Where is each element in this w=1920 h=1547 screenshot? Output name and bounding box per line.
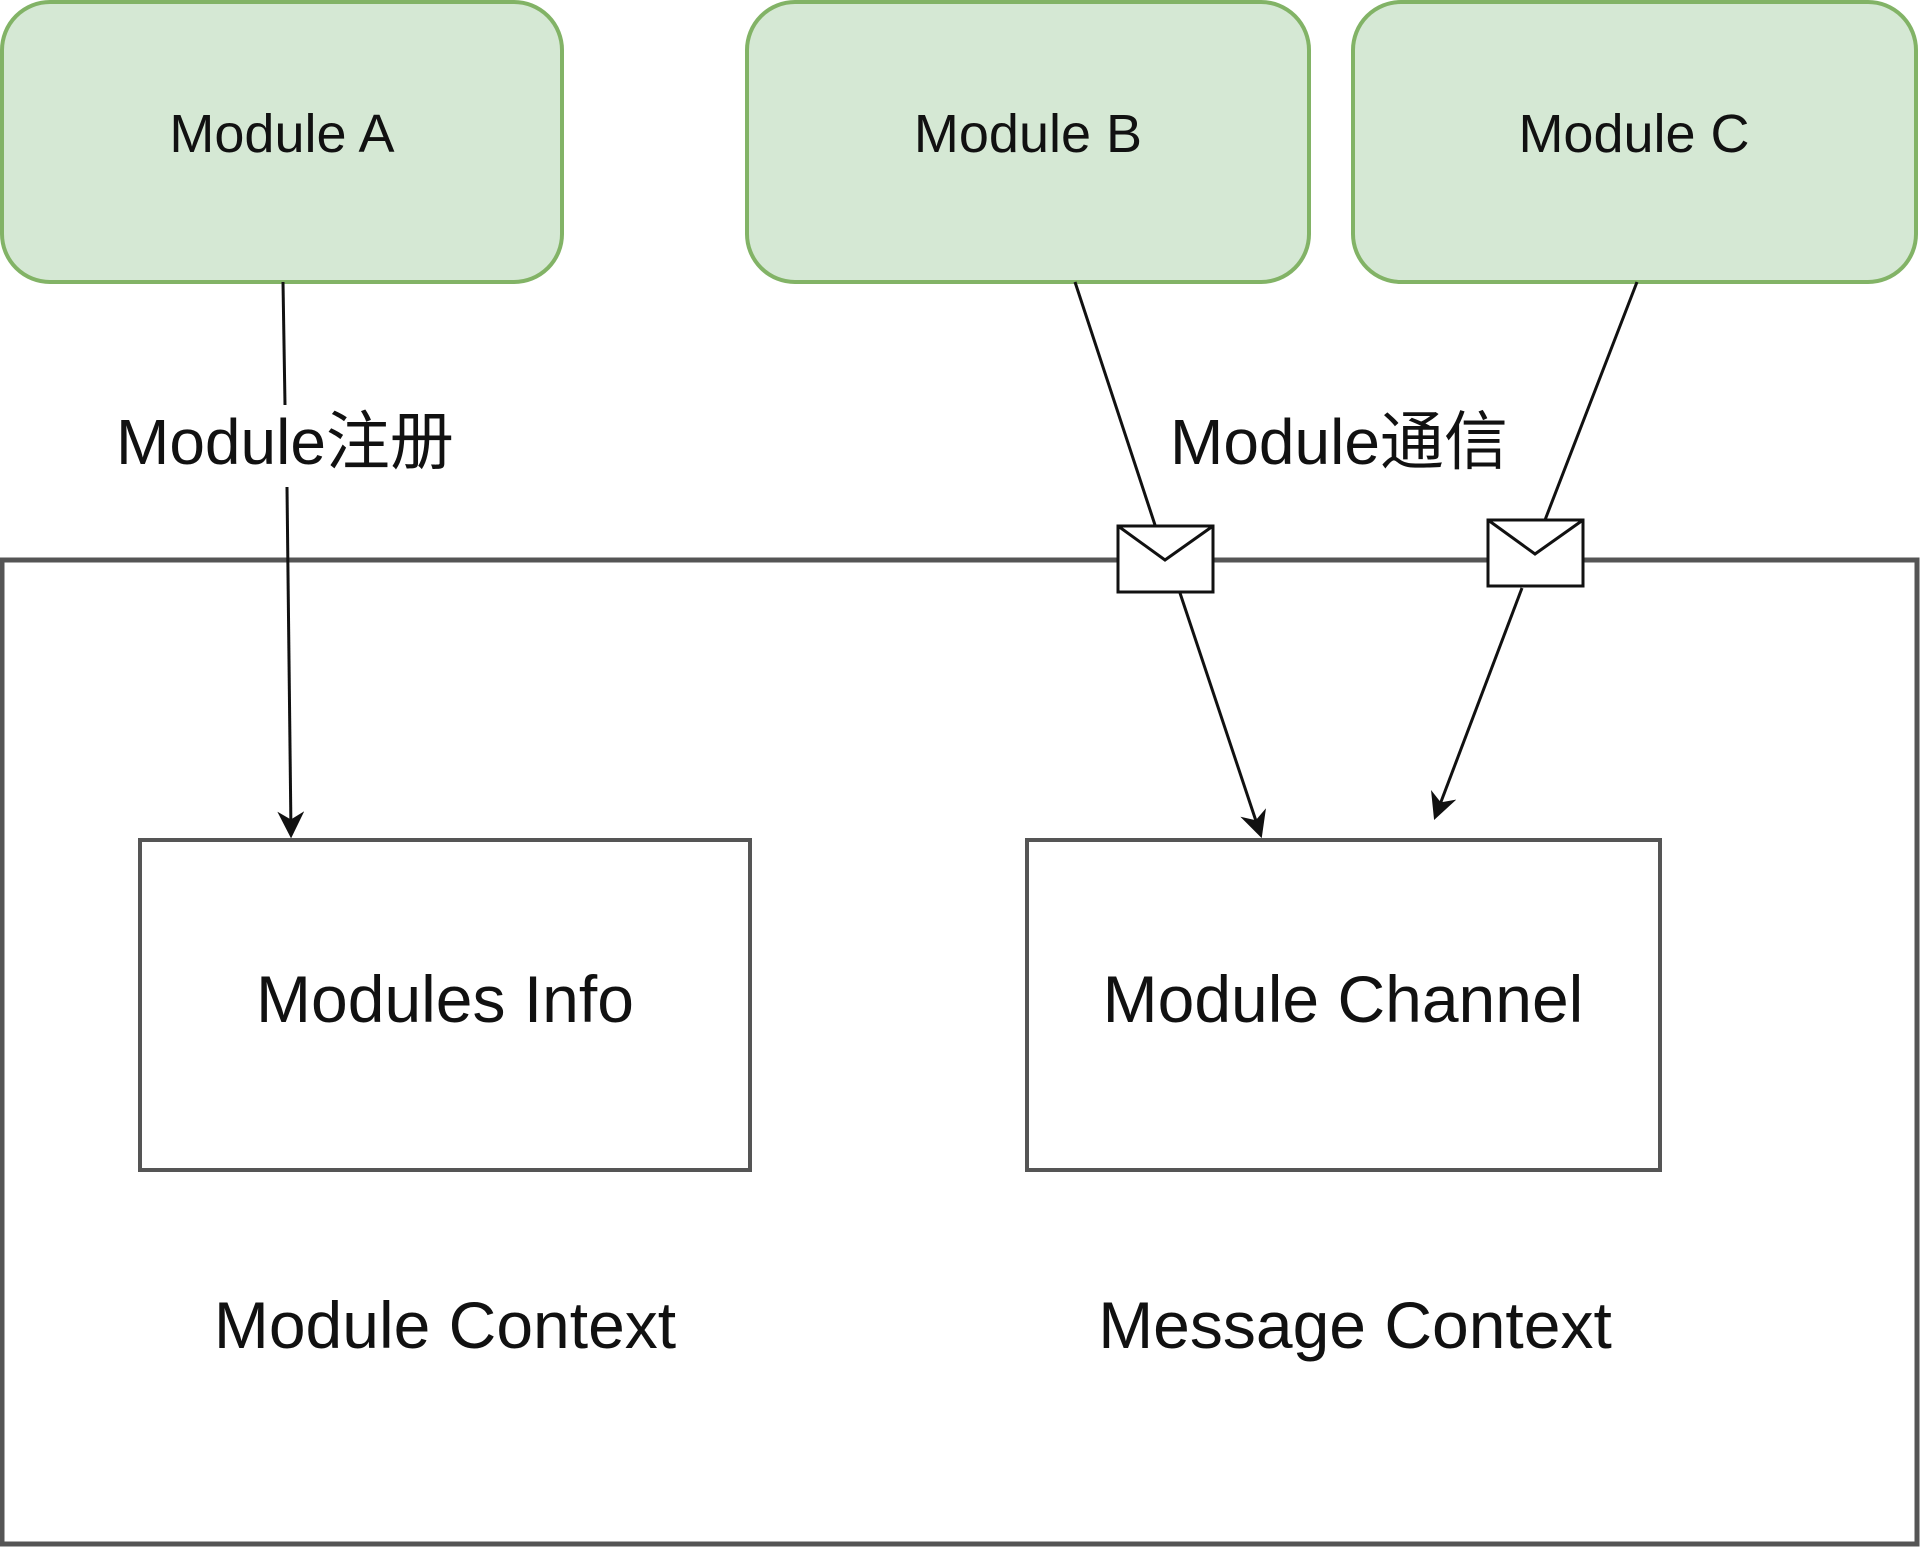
module-b-message-edge-lower bbox=[1178, 592, 1266, 839]
module-a-label: Module A bbox=[169, 104, 394, 164]
modules-info-box[interactable]: Modules Info bbox=[138, 838, 752, 1172]
module-c-label: Module C bbox=[1518, 104, 1749, 164]
register-edge-upper bbox=[281, 281, 287, 406]
module-c-message-edge-lower bbox=[1431, 587, 1524, 821]
communicate-edge-label: Module通信 bbox=[1170, 406, 1508, 478]
envelope-icon bbox=[1486, 518, 1585, 588]
message-context-label: Message Context bbox=[1098, 1288, 1612, 1362]
register-edge-lower bbox=[277, 486, 305, 839]
module-channel-label: Module Channel bbox=[1103, 962, 1584, 1036]
module-b-message-edge-upper bbox=[1073, 281, 1157, 526]
module-channel-box[interactable]: Module Channel bbox=[1025, 838, 1662, 1172]
envelope-icon bbox=[1116, 524, 1215, 594]
modules-info-label: Modules Info bbox=[256, 962, 634, 1036]
module-c-message-edge-upper bbox=[1543, 281, 1639, 521]
module-a-node[interactable]: Module A bbox=[0, 0, 564, 284]
module-b-label: Module B bbox=[914, 104, 1142, 164]
module-c-node[interactable]: Module C bbox=[1351, 0, 1918, 284]
register-edge-label: Module注册 bbox=[116, 406, 454, 478]
module-context-label: Module Context bbox=[214, 1288, 676, 1362]
module-b-node[interactable]: Module B bbox=[745, 0, 1311, 284]
